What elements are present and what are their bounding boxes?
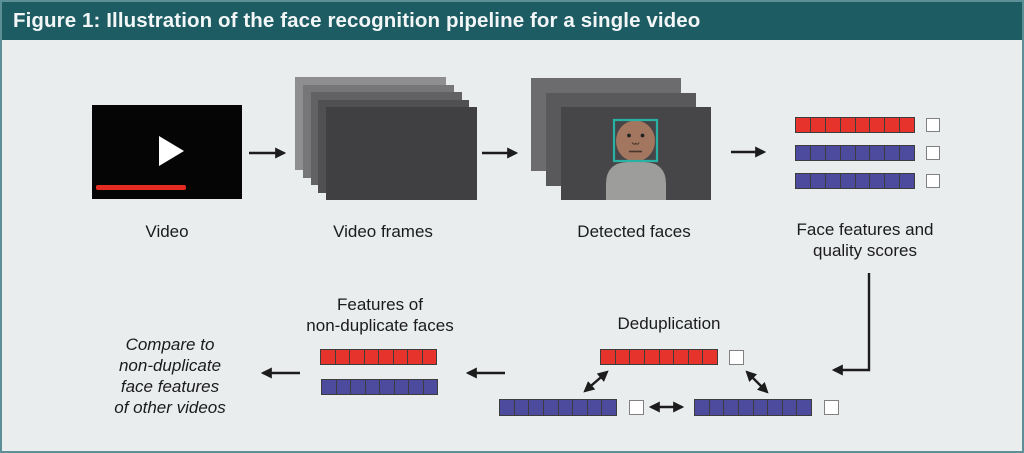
video-progress-bar <box>96 185 186 190</box>
features-label-line2: quality scores <box>813 241 917 260</box>
compare-note: Compare to non-duplicate face features o… <box>99 334 241 418</box>
nondup-bar-blue <box>321 379 438 395</box>
nondup-red-row <box>320 349 437 365</box>
figure-title: Figure 1: Illustration of the face recog… <box>13 9 701 32</box>
dedup-bar-blue-right <box>694 399 812 416</box>
person-torso <box>606 162 666 200</box>
person-head <box>616 120 655 162</box>
feature-row-1 <box>795 117 940 133</box>
detected-person <box>606 118 666 200</box>
play-icon <box>159 136 184 166</box>
nondup-blue-row <box>321 379 438 395</box>
features-label-line1: Face features and <box>796 220 934 239</box>
dedup-red-row <box>600 349 744 365</box>
figure-title-bar: Figure 1: Illustration of the face recog… <box>2 2 1022 40</box>
compare-line-2: non-duplicate <box>118 356 222 375</box>
compare-line-4: of other videos <box>114 398 226 417</box>
quality-score-square <box>926 118 940 132</box>
dedup-compare-arrow-left <box>583 370 609 393</box>
video-player <box>92 105 242 199</box>
dedup-blue-row-left <box>499 399 644 416</box>
dedup-label: Deduplication <box>617 314 721 333</box>
feature-row-2 <box>795 145 940 161</box>
detected-faces-label: Detected faces <box>577 222 691 241</box>
quality-score-square <box>629 400 644 415</box>
dedup-bar-blue-left <box>499 399 617 416</box>
quality-score-square <box>926 174 940 188</box>
dedup-compare-arrow-right <box>745 370 769 394</box>
video-frames-label: Video frames <box>333 222 433 241</box>
dedup-bar-red <box>600 349 718 365</box>
nondup-bar-red <box>320 349 437 365</box>
quality-score-square <box>926 146 940 160</box>
nondup-label: Features of non-duplicate faces <box>302 294 458 336</box>
arrow-features-to-dedup <box>831 273 871 376</box>
nondup-label-line2: non-duplicate faces <box>306 316 454 335</box>
face-bounding-box <box>612 118 659 163</box>
feature-bar-blue <box>795 145 915 161</box>
feature-bar-red <box>795 117 915 133</box>
person-nose <box>631 142 640 145</box>
video-frames-stack <box>295 77 477 200</box>
feature-bar-blue <box>795 173 915 189</box>
video-label: Video <box>145 222 189 241</box>
person-eye-left <box>627 133 631 138</box>
compare-line-3: face features <box>120 377 220 396</box>
quality-score-square <box>824 400 839 415</box>
dedup-blue-row-right <box>694 399 839 416</box>
person-eye-right <box>640 133 645 138</box>
nondup-label-line1: Features of <box>337 295 423 314</box>
features-label: Face features and quality scores <box>787 219 943 261</box>
quality-score-square <box>729 349 744 365</box>
feature-row-3 <box>795 173 940 189</box>
compare-line-1: Compare to <box>125 335 215 354</box>
